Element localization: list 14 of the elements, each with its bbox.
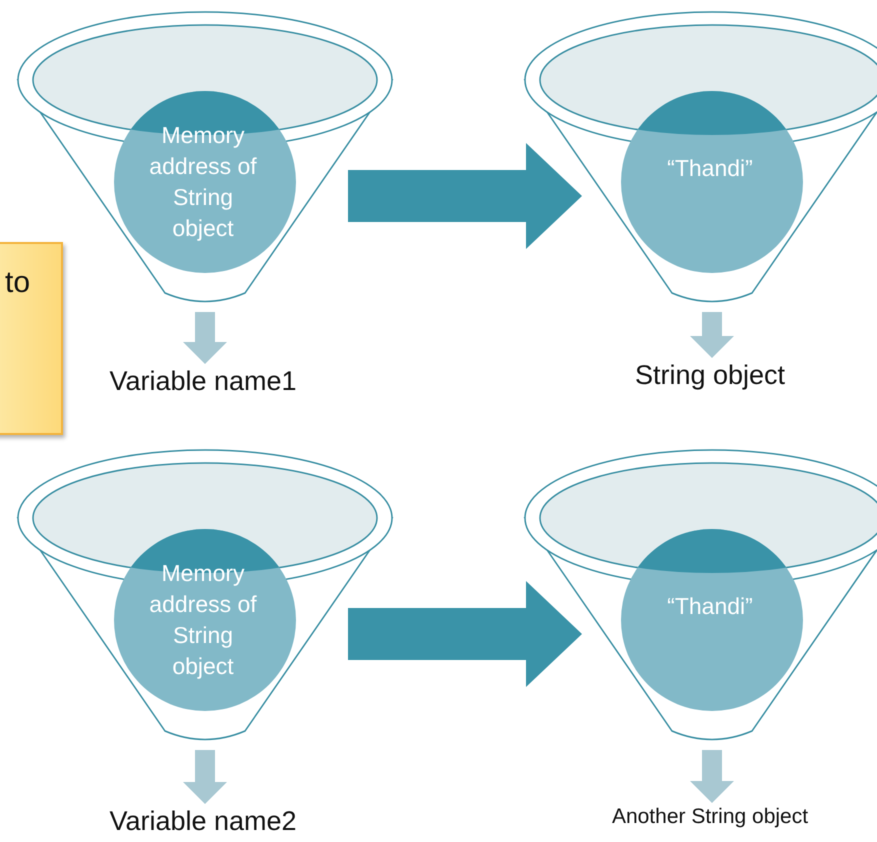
note-card [0,242,63,435]
circle-text: “Thandi” [666,592,754,620]
down-arrow [690,750,734,803]
down-arrow [183,750,227,804]
down-arrow [183,312,227,364]
block-arrow [348,143,582,249]
down-arrow [690,312,734,358]
caption-text: Another String object [560,805,860,829]
caption-text: String object [580,360,840,391]
caption-text: Variable name2 [73,806,333,837]
note-text: to [5,266,30,300]
block-arrow [348,581,582,687]
caption-text: Variable name1 [73,366,333,397]
circle-text: “Thandi” [666,154,754,182]
